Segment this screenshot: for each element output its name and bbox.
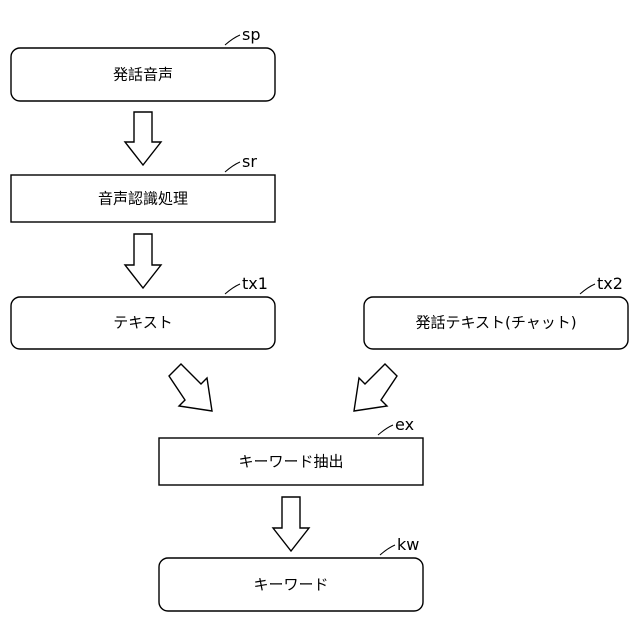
node-sp: 発話音声 sp <box>11 25 275 101</box>
node-sp-label: 発話音声 <box>113 66 173 84</box>
node-sp-leader <box>225 35 240 45</box>
node-ex-ref: ex <box>395 415 414 434</box>
node-ex-leader <box>378 425 393 435</box>
node-sr-leader <box>225 162 240 172</box>
arrow-sr-to-tx1 <box>125 234 161 288</box>
node-ex: キーワード抽出 ex <box>159 415 423 485</box>
node-kw-leader <box>380 545 395 555</box>
node-tx1-ref: tx1 <box>242 274 268 293</box>
node-kw-ref: kw <box>397 535 419 554</box>
node-sr-ref: sr <box>242 152 257 171</box>
arrow-tx1-to-ex <box>169 364 212 411</box>
node-sp-ref: sp <box>242 25 261 44</box>
node-ex-label: キーワード抽出 <box>238 453 343 471</box>
node-tx2-ref: tx2 <box>597 274 623 293</box>
node-sr-label: 音声認識処理 <box>98 190 188 208</box>
arrow-sp-to-sr <box>125 112 161 165</box>
node-tx2-leader <box>580 284 595 294</box>
node-kw-label: キーワード <box>253 576 328 594</box>
arrow-tx2-to-ex <box>354 364 397 411</box>
arrow-ex-to-kw <box>273 497 309 551</box>
node-tx1-label: テキスト <box>113 314 173 332</box>
node-tx2: 発話テキスト(チャット) tx2 <box>364 274 628 349</box>
node-tx1-leader <box>225 284 240 294</box>
node-tx2-label: 発話テキスト(チャット) <box>415 314 576 332</box>
